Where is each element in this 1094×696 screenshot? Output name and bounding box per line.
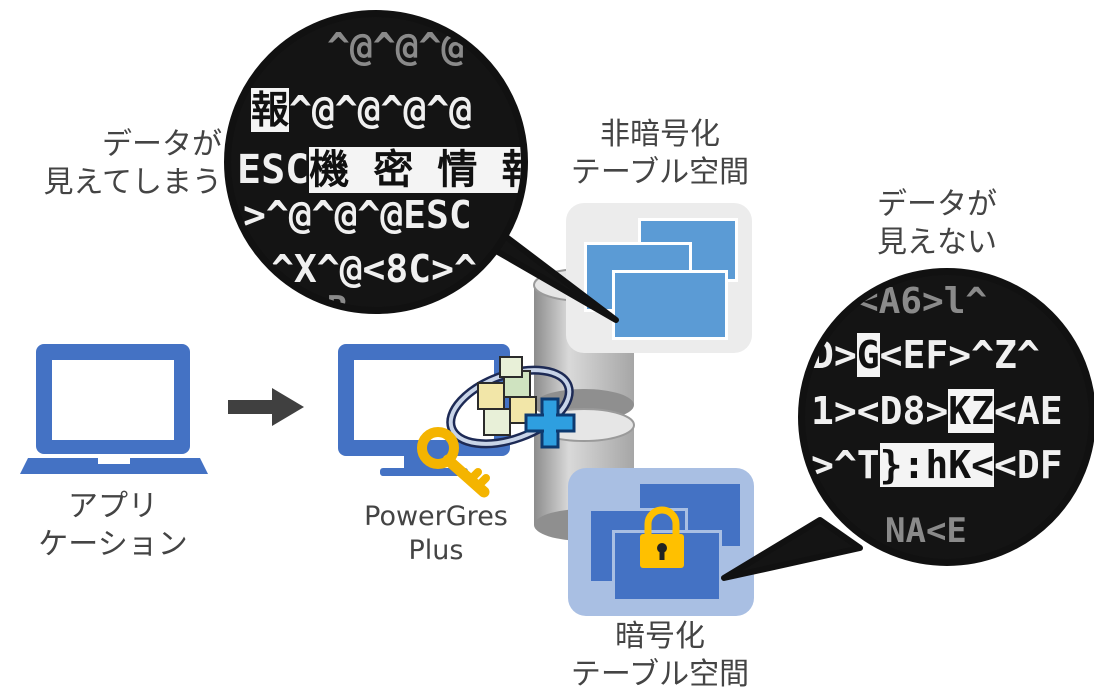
data-row: >^T}:hK<<DF [811, 443, 1063, 487]
laptop-icon [20, 344, 208, 474]
data-cell: ^@^@^@^@ [289, 88, 473, 132]
data-row: ^@^@^@ [327, 25, 465, 69]
data-cell: 報 [251, 88, 290, 132]
data-cell: D> [811, 333, 857, 377]
data-cell: >^T [811, 443, 880, 487]
data-row: 1><D8>KZ<AE [811, 389, 1063, 433]
data-cell: <EF>^Z^ [879, 333, 1040, 377]
data-row: D>G<EF>^Z^ [811, 333, 1040, 377]
arrow-right-icon [228, 388, 304, 426]
plaintext-magnifier: ^@^@^@ 報^@^@^@^@ ESC機 密 情 報^ >^@^@^@ESC … [224, 10, 528, 314]
unencrypted-table-label: 非暗号化 テーブル空間 [570, 117, 750, 190]
data-row: NA<E [885, 511, 967, 551]
server-label: PowerGres Plus [364, 501, 508, 566]
data-row: <A6>l^ [857, 281, 988, 322]
data-cell: }:hK< [879, 443, 995, 487]
data-cell: G [856, 333, 880, 377]
left-callout-label: データが 見えてしまう [43, 127, 223, 200]
powergres-logo [446, 356, 576, 449]
data-cell: 1><D8> [811, 389, 949, 433]
application-label: アプリ ケーション [38, 489, 188, 562]
table-window [612, 270, 728, 340]
key-icon [417, 427, 490, 498]
data-row: B [327, 289, 348, 314]
data-cell: <AE [994, 389, 1063, 433]
data-cell: KZ [948, 389, 995, 433]
lock-icon [640, 506, 684, 568]
data-cell: ESC [237, 147, 310, 193]
data-row: ESC機 密 情 報^ [237, 137, 521, 195]
data-cell: <DF [994, 443, 1063, 487]
data-row: >^@^@^@ESC [243, 193, 472, 237]
ciphertext-magnifier: <A6>l^ D>G<EF>^Z^ 1><D8>KZ<AE >^T}:hK<<D… [798, 268, 1094, 566]
data-row: 報^@^@^@^@ [251, 79, 472, 134]
encrypted-table-label: 暗号化 テーブル空間 [570, 619, 750, 692]
monitor-icon [338, 344, 510, 476]
data-row: ^X^@<8C>^ [271, 247, 477, 291]
plaintext-highlight: 機 密 情 報 [309, 147, 521, 193]
right-callout-label: データが 見えない [877, 187, 997, 260]
